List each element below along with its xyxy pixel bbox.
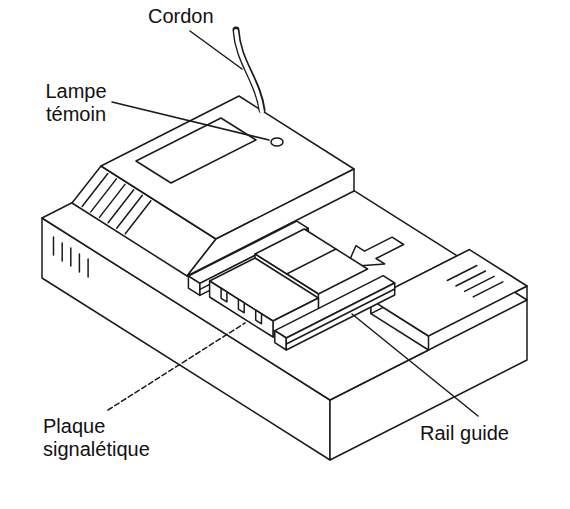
part-label: Plaque signalétique xyxy=(43,415,173,461)
vent-slot xyxy=(117,195,143,228)
vent-slot xyxy=(108,190,134,223)
rail-side xyxy=(286,283,394,350)
rail-top xyxy=(275,276,395,338)
rail-front xyxy=(275,331,287,350)
part-label: Rail guide xyxy=(420,422,509,445)
housing-top xyxy=(101,96,354,239)
comb-front xyxy=(210,281,273,337)
vent-slot xyxy=(79,254,81,272)
vent-slot xyxy=(99,184,125,217)
part-label: Cordon xyxy=(148,5,214,28)
vent-slot xyxy=(87,259,89,277)
terminal-divider xyxy=(287,249,336,274)
indicator-lamp xyxy=(271,138,283,146)
rail-front xyxy=(188,276,200,295)
leader-line xyxy=(190,31,242,69)
vent-slot xyxy=(82,174,108,207)
comb-notch xyxy=(221,288,227,302)
vent-slot xyxy=(125,201,151,234)
vent-slot xyxy=(61,243,63,261)
leader-line xyxy=(108,323,245,410)
side-vents xyxy=(54,237,89,277)
power-cord xyxy=(236,30,262,112)
leader-line xyxy=(112,102,269,140)
leader-lines xyxy=(108,31,478,416)
vent-slot xyxy=(70,248,72,266)
comb-notch xyxy=(256,310,262,324)
leader-line xyxy=(352,314,478,416)
guide-rail-right xyxy=(275,276,395,350)
comb-notch xyxy=(238,299,244,313)
housing-window xyxy=(136,118,256,183)
vent-slot xyxy=(91,179,117,212)
rear-housing xyxy=(371,250,527,350)
part-label: Lampe témoin xyxy=(38,80,114,126)
cord-core xyxy=(236,31,262,112)
vent-slot xyxy=(473,282,503,297)
vent-slot xyxy=(53,237,55,255)
